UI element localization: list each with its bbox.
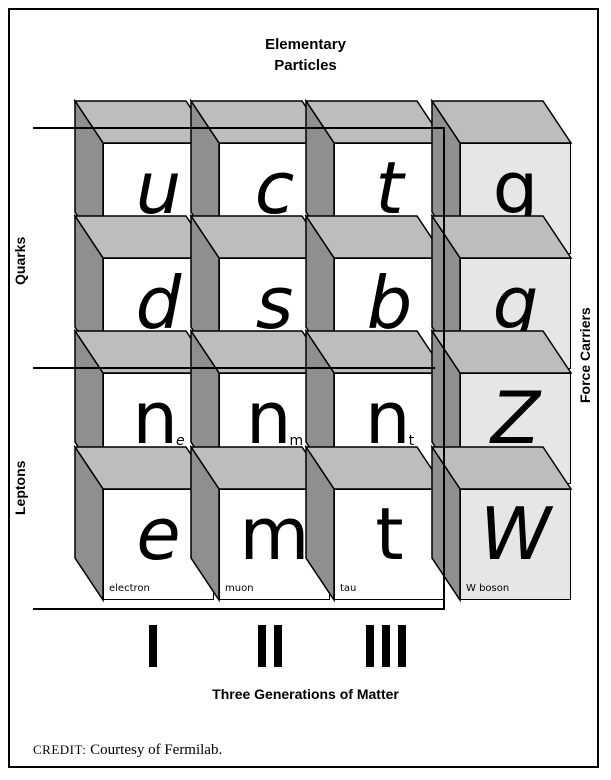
generation-III-mark (366, 625, 406, 667)
particle-symbol: t (335, 148, 444, 228)
diagram-title: Elementary Particles (0, 34, 611, 76)
particle-symbol-char: u (135, 146, 182, 230)
particle-symbol-subscript: m (289, 433, 304, 449)
particle-face-w-boson: W W boson (460, 489, 571, 600)
particle-symbol: c (220, 148, 329, 228)
particle-label: W boson (466, 583, 510, 594)
particle-symbol: nm (220, 378, 329, 481)
particle-symbol-subscript: e (176, 433, 185, 449)
particle-symbol-subscript: t (408, 433, 415, 449)
particle-symbol-char: W (479, 492, 552, 576)
particle-symbol-char: Z (490, 376, 541, 460)
generation-I-mark (149, 625, 157, 667)
credit-text: Courtesy of Fermilab. (90, 742, 223, 758)
particle-symbol: g (461, 148, 570, 228)
particle-symbol-char: g (492, 261, 539, 345)
force-carriers-label: Force Carriers (577, 307, 593, 403)
particle-face-tau: t tau (334, 489, 445, 600)
particle-symbol-char: d (135, 261, 182, 345)
particle-symbol: e (104, 494, 213, 574)
generations-caption: Three Generations of Matter (212, 686, 399, 702)
leptons-bottom-line (33, 608, 444, 610)
credit-line: CREDIT: Courtesy of Fermilab. (33, 742, 222, 759)
particle-symbol: m (220, 494, 329, 574)
particle-symbol: Z (461, 378, 570, 458)
particle-symbol-char: g (492, 146, 539, 230)
title-line-2: Particles (274, 57, 337, 74)
particle-label: electron (109, 583, 150, 594)
particle-symbol: s (220, 263, 329, 343)
quarks-label: Quarks (12, 236, 28, 285)
particle-cube-w-boson: W W boson (430, 444, 573, 603)
particle-symbol: t (335, 494, 444, 574)
leptons-label: Leptons (12, 460, 28, 515)
particle-symbol: W (461, 494, 570, 574)
credit-prefix: CREDIT: (33, 742, 87, 757)
particle-symbol: g (461, 263, 570, 343)
figure-frame (8, 8, 599, 768)
title-line-1: Elementary (265, 36, 346, 53)
particle-symbol: b (335, 263, 444, 343)
particle-symbol-char: n (364, 376, 411, 460)
particle-symbol-char: m (239, 492, 310, 576)
particle-label: tau (340, 583, 357, 594)
particle-symbol-char: c (254, 146, 295, 230)
particle-symbol-char: t (375, 492, 404, 576)
particle-symbol: nt (335, 378, 444, 481)
quarks-top-line (33, 127, 444, 129)
particle-symbol-char: n (132, 376, 178, 460)
generation-II-mark (258, 625, 282, 667)
particle-symbol-char: s (255, 261, 294, 345)
particle-symbol: u (104, 148, 213, 228)
matter-right-line (443, 127, 445, 610)
particle-symbol: d (104, 263, 213, 343)
particle-symbol: ne (104, 378, 213, 481)
particle-label: muon (225, 583, 254, 594)
particle-symbol-char: t (375, 146, 404, 230)
particle-symbol-char: n (245, 376, 292, 460)
particle-cube-electron: e electron (73, 444, 216, 603)
particle-cube-tau: t tau (304, 444, 447, 603)
particle-symbol-char: b (366, 261, 413, 345)
quarks-leptons-divider (33, 367, 435, 369)
particle-symbol-char: e (136, 492, 181, 576)
